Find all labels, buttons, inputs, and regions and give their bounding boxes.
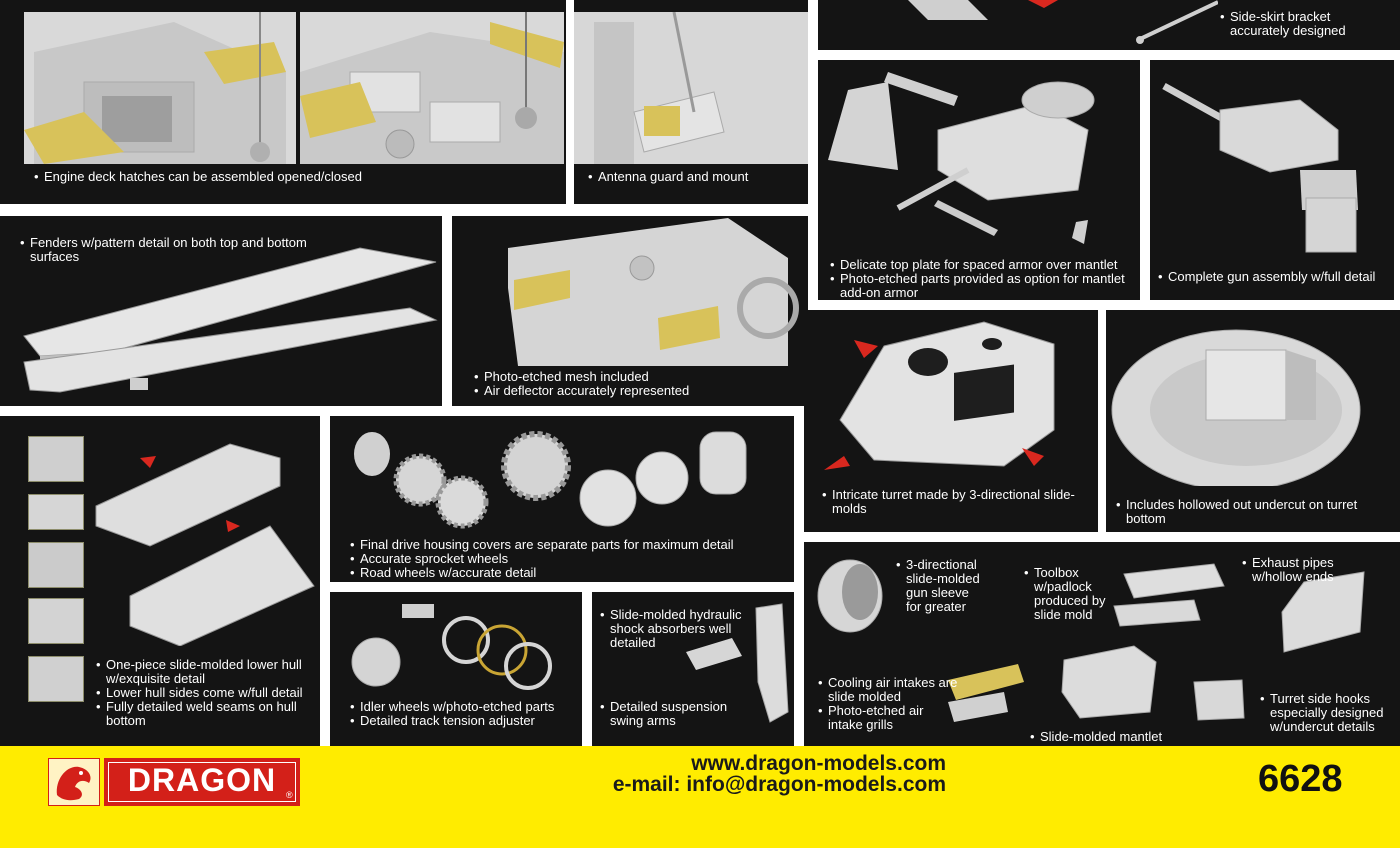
idler-captions: Idler wheels w/photo-etched parts Detail… (350, 700, 580, 729)
caption: Photo-etched mesh included (474, 370, 794, 385)
panel-lower-hull: One-piece slide-molded lower hull w/exqu… (0, 416, 320, 746)
panel-engine-deck: Engine deck hatches can be assembled ope… (0, 0, 566, 204)
caption: Fully detailed weld seams on hull bottom (96, 700, 316, 728)
caption: Accurate sprocket wheels (350, 552, 790, 567)
hull-thumb-3 (28, 542, 84, 588)
mantlet-plate-drawing (828, 72, 1095, 244)
caption: One-piece slide-molded lower hull w/exqu… (96, 658, 316, 686)
hooks-caption: Turret side hooks especially designed w/… (1260, 692, 1400, 734)
caption: Complete gun assembly w/full detail (1158, 270, 1394, 285)
mesh-drawing (458, 218, 800, 366)
panel-wheels: Final drive housing covers are separate … (330, 416, 794, 582)
exhaust-caption: Exhaust pipes w/hollow ends (1242, 556, 1382, 584)
caption: 3-directional slide-molded gun sleeve fo… (896, 558, 980, 614)
engine-deck-render-left (24, 12, 296, 164)
gun-assembly-captions: Complete gun assembly w/full detail (1158, 270, 1394, 285)
dragon-logo: DRAGON ® (48, 758, 300, 806)
panel-details: 3-directional slide-molded gun sleeve fo… (804, 542, 1400, 746)
gun-sleeve-caption: 3-directional slide-molded gun sleeve fo… (896, 558, 980, 614)
hull-thumb-1 (28, 436, 84, 482)
engine-deck-captions: Engine deck hatches can be assembled ope… (34, 170, 554, 185)
suspension-captions: Slide-molded hydraulic shock absorbers w… (600, 608, 744, 650)
turret-bottom-captions: Includes hollowed out undercut on turret… (1116, 498, 1386, 526)
mantlet-plate-captions: Delicate top plate for spaced armor over… (830, 258, 1138, 300)
caption: Slide-molded mantlet (1030, 730, 1200, 745)
caption: Toolbox w/padlock produced by slide mold (1024, 566, 1114, 622)
panel-gun-assembly: Complete gun assembly w/full detail (1150, 60, 1394, 300)
side-skirt-captions: Side-skirt bracket accurately designed (1220, 10, 1390, 38)
mantlet-caption: Slide-molded mantlet (1030, 730, 1200, 745)
antenna-drawing (574, 12, 808, 164)
engine-deck-render-right (300, 12, 564, 164)
caption: Includes hollowed out undercut on turret… (1116, 498, 1386, 526)
turret-captions: Intricate turret made by 3-directional s… (822, 488, 1092, 516)
cooling-captions: Cooling air intakes are slide molded Pho… (818, 676, 958, 732)
caption: Exhaust pipes w/hollow ends (1242, 556, 1382, 584)
caption: Delicate top plate for spaced armor over… (830, 258, 1138, 273)
gun-assembly-drawing (1162, 82, 1358, 253)
registered-mark: ® (286, 790, 293, 800)
panel-mantlet-plate: Delicate top plate for spaced armor over… (818, 60, 1140, 300)
logo-inner-frame (108, 762, 296, 802)
caption: Final drive housing covers are separate … (350, 538, 790, 553)
dragon-emblem-icon (48, 758, 100, 806)
caption: Fenders w/pattern detail on both top and… (20, 236, 330, 264)
mesh-render (458, 218, 800, 366)
caption: Idler wheels w/photo-etched parts (350, 700, 580, 715)
hull-thumb-4 (28, 598, 84, 644)
panel-idler: Idler wheels w/photo-etched parts Detail… (330, 592, 582, 746)
mesh-captions: Photo-etched mesh included Air deflector… (474, 370, 794, 399)
lower-hull-drawing (95, 443, 315, 646)
caption: Turret side hooks especially designed w/… (1260, 692, 1400, 734)
caption: Side-skirt bracket accurately designed (1220, 10, 1390, 38)
caption: Photo-etched parts provided as option fo… (830, 272, 1138, 300)
idler-drawing (351, 604, 552, 690)
product-number: 6628 (1258, 758, 1343, 800)
antenna-captions: Antenna guard and mount (588, 170, 798, 185)
panel-turret: Intricate turret made by 3-directional s… (804, 310, 1098, 532)
caption: Antenna guard and mount (588, 170, 798, 185)
caption: Road wheels w/accurate detail (350, 566, 790, 581)
dragon-emblem-drawing (56, 766, 91, 801)
caption: Air deflector accurately represented (474, 384, 794, 399)
caption: Slide-molded hydraulic shock absorbers w… (600, 608, 744, 650)
panel-turret-bottom: Includes hollowed out undercut on turret… (1106, 310, 1400, 532)
toolbox-caption: Toolbox w/padlock produced by slide mold (1024, 566, 1114, 622)
wheels-drawing (354, 431, 747, 529)
engine-deck-left-drawing (24, 12, 296, 164)
panel-side-skirt: Side-skirt bracket accurately designed (818, 0, 1400, 50)
turret-drawing (824, 321, 1055, 470)
panel-suspension: Slide-molded hydraulic shock absorbers w… (592, 592, 794, 746)
caption: Photo-etched air intake grills (818, 704, 958, 732)
lower-hull-captions: One-piece slide-molded lower hull w/exqu… (96, 658, 316, 728)
wheels-captions: Final drive housing covers are separate … (350, 538, 790, 581)
logo-wordmark-box: DRAGON (104, 758, 300, 806)
hull-thumb-5 (28, 656, 84, 702)
fenders-captions: Fenders w/pattern detail on both top and… (20, 236, 330, 264)
hull-thumb-2 (28, 494, 84, 530)
side-skirt-drawing (908, 0, 1218, 44)
engine-deck-right-drawing (300, 12, 564, 164)
fenders-drawing (23, 247, 438, 393)
suspension-captions-2: Detailed suspension swing arms (600, 700, 750, 728)
turret-bottom-drawing (1111, 329, 1361, 486)
caption: Engine deck hatches can be assembled ope… (34, 170, 554, 185)
caption: Cooling air intakes are slide molded (818, 676, 958, 704)
caption: Detailed track tension adjuster (350, 714, 580, 729)
website-link[interactable]: www.dragon-models.com (691, 752, 946, 775)
email-link[interactable]: e-mail: info@dragon-models.com (612, 773, 946, 796)
antenna-render (574, 12, 808, 164)
panel-mesh: Photo-etched mesh included Air deflector… (452, 216, 808, 406)
logo-wordmark: DRAGON (127, 762, 277, 798)
details-drawing (817, 559, 1365, 722)
caption: Intricate turret made by 3-directional s… (822, 488, 1092, 516)
caption: Detailed suspension swing arms (600, 700, 750, 728)
panel-antenna: Antenna guard and mount (574, 0, 808, 204)
caption: Lower hull sides come w/full detail (96, 686, 316, 701)
panel-fenders: Fenders w/pattern detail on both top and… (0, 216, 442, 406)
